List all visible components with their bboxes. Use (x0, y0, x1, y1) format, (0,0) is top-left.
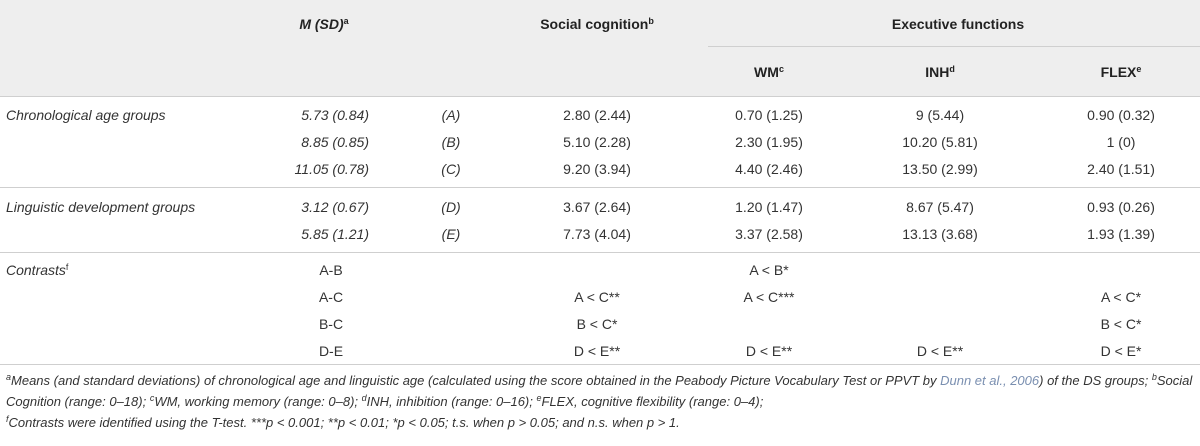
header-executive-functions: Executive functions (891, 16, 1025, 32)
ling-group-label: Linguistic development groups (6, 199, 196, 215)
chron-row-a-social: 2.80 (2.44) (563, 107, 631, 123)
contrast-b-c-social: B < C* (576, 316, 618, 332)
chron-row-c-msd: 11.05 (0.78) (294, 161, 369, 177)
contrast-d-e-social: D < E** (573, 343, 621, 359)
header-inh: INHd (925, 64, 955, 80)
header-social-cognition: Social cognitionb (540, 16, 654, 32)
footnote-a: Means (and standard deviations) of chron… (11, 373, 941, 388)
chron-row-a-group: (A) (441, 107, 461, 123)
executive-functions-divider (708, 46, 1200, 47)
contrast-pair-a-b: A-B (319, 262, 343, 278)
footnote-a-marker: a (6, 372, 12, 382)
ling-row-d-inh: 8.67 (5.47) (906, 199, 974, 215)
ling-row-d-group: (D) (441, 199, 461, 215)
chron-row-a-flex: 0.90 (0.32) (1087, 107, 1155, 123)
table-bottom-rule (0, 364, 1200, 365)
ling-row-d-wm: 1.20 (1.47) (735, 199, 803, 215)
contrast-d-e-inh: D < E** (916, 343, 964, 359)
chron-row-b-flex: 1 (0) (1106, 134, 1136, 150)
ling-row-d-social: 3.67 (2.64) (563, 199, 631, 215)
contrast-d-e-flex: D < E* (1100, 343, 1142, 359)
header-msd: M (SD)a (299, 16, 349, 32)
footnote-f: Contrasts were identified using the T-te… (8, 415, 680, 430)
footnote-d-marker: d (361, 393, 367, 403)
ling-divider (0, 252, 1200, 253)
ling-row-e-wm: 3.37 (2.58) (735, 226, 803, 242)
header-flex: FLEXe (1100, 64, 1142, 80)
chron-row-c-inh: 13.50 (2.99) (902, 161, 978, 177)
contrast-pair-b-c: B-C (318, 316, 344, 332)
contrast-a-c-social: A < C** (574, 289, 620, 305)
contrast-a-c-flex: A < C* (1100, 289, 1142, 305)
chron-row-c-wm: 4.40 (2.46) (735, 161, 803, 177)
chron-row-b-wm: 2.30 (1.95) (735, 134, 803, 150)
header-divider (0, 96, 1200, 97)
chron-row-b-inh: 10.20 (5.81) (902, 134, 978, 150)
contrast-d-e-wm: D < E** (745, 343, 793, 359)
chron-row-a-wm: 0.70 (1.25) (735, 107, 803, 123)
chron-row-a-msd: 5.73 (0.84) (301, 107, 369, 123)
chron-group-label: Chronological age groups (6, 107, 166, 123)
ling-row-d-flex: 0.93 (0.26) (1087, 199, 1155, 215)
contrast-a-c-wm: A < C*** (743, 289, 795, 305)
footnote-d: INH, inhibition (range: 0–16); (366, 394, 537, 409)
footnote-b-marker: b (1151, 372, 1157, 382)
contrast-a-b-wm: A < B* (749, 262, 789, 278)
chron-row-b-group: (B) (441, 134, 461, 150)
contrasts-label: Contrastsf (6, 262, 69, 278)
chron-row-b-social: 5.10 (2.28) (563, 134, 631, 150)
footnote-b: Social Cognition (range: 0–18); (6, 373, 1193, 409)
ling-row-e-inh: 13.13 (3.68) (902, 226, 978, 242)
footnote-f-marker: f (6, 414, 9, 424)
chron-divider (0, 187, 1200, 188)
chron-row-c-social: 9.20 (3.94) (563, 161, 631, 177)
citation-link-dunn-2006[interactable]: Dunn et al., 2006 (940, 373, 1040, 388)
footnote-e: FLEX, cognitive flexibility (range: 0–4)… (541, 394, 764, 409)
contrast-pair-a-c: A-C (318, 289, 344, 305)
footnote-e-marker: e (536, 393, 542, 403)
chron-row-c-flex: 2.40 (1.51) (1087, 161, 1155, 177)
contrast-pair-d-e: D-E (318, 343, 344, 359)
table-footnotes: aMeans (and standard deviations) of chro… (6, 371, 1194, 434)
contrast-b-c-flex: B < C* (1100, 316, 1142, 332)
header-wm: WMc (754, 64, 784, 80)
footnote-c-marker: c (149, 393, 155, 403)
ling-row-e-msd: 5.85 (1.21) (301, 226, 369, 242)
footnote-a-tail: ) of the DS groups; (1039, 373, 1152, 388)
header-band (0, 0, 1200, 96)
chron-row-a-inh: 9 (5.44) (915, 107, 965, 123)
chron-row-b-msd: 8.85 (0.85) (301, 134, 369, 150)
ling-row-e-social: 7.73 (4.04) (563, 226, 631, 242)
footnote-c: WM, working memory (range: 0–8); (154, 394, 362, 409)
ling-row-e-flex: 1.93 (1.39) (1087, 226, 1155, 242)
ling-row-e-group: (E) (441, 226, 461, 242)
ling-row-d-msd: 3.12 (0.67) (301, 199, 369, 215)
chron-row-c-group: (C) (441, 161, 461, 177)
